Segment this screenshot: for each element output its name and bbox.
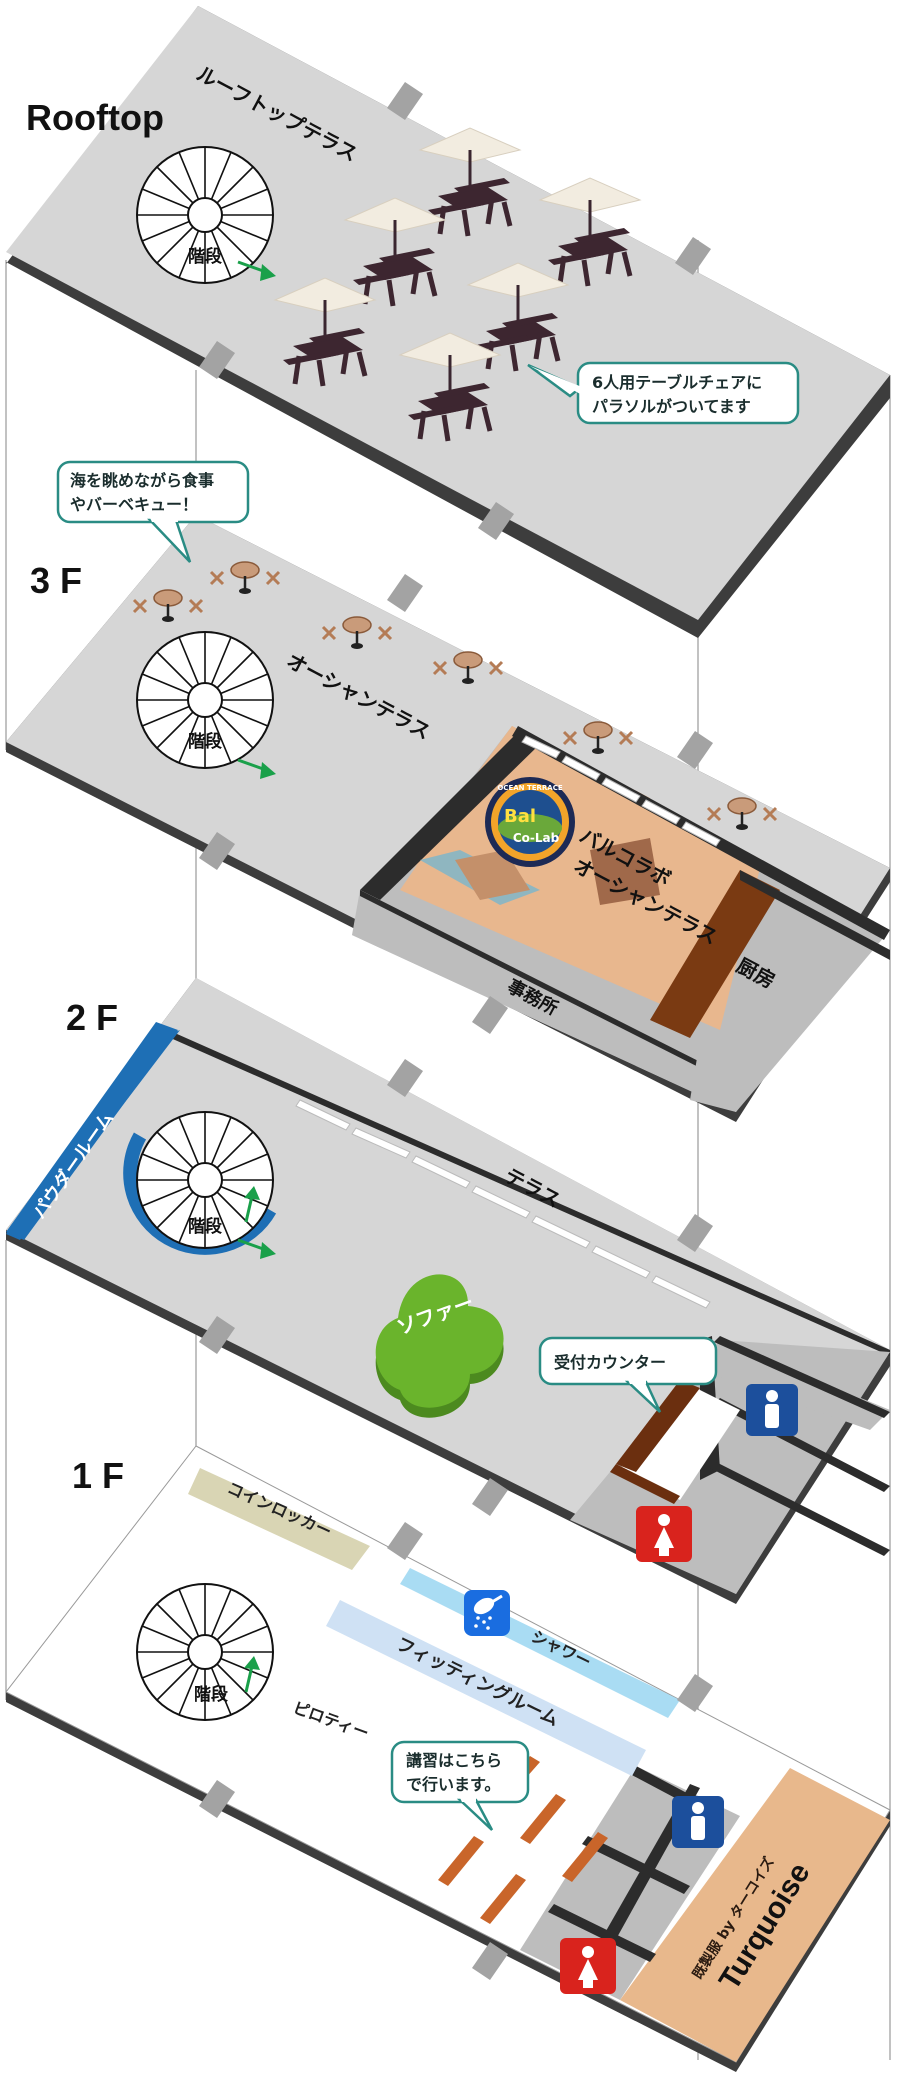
shower-icon [464,1590,510,1636]
1f-stairs-label: 階段 [194,1684,228,1705]
3f-callout-line2: やバーベキュー！ [70,495,198,514]
floor-1f: 既製服 by ターコイズ Turquoise コインロッカー シャワー フィッテ… [5,1445,891,2072]
2f-callout: 受付カウンター [538,1336,718,1413]
arrow-icon [237,758,276,779]
male-restroom-icon [672,1796,724,1848]
2f-stairs-label: 階段 [188,1216,222,1237]
sofa-icon: ソファー [375,1274,504,1418]
rooftop-callout: 6人用テーブルチェアに パラソルがついてます [527,361,800,425]
floor-3f: OCEAN TERRACE Bal Co-Lab バルコラボ オーシャンテラス … [6,460,890,1122]
male-restroom-icon [746,1384,798,1436]
1f-callout-line1: 講習はこちら [406,1751,502,1770]
female-restroom-icon [636,1506,692,1562]
rooftop-floor: Rooftop ルーフトップテラス 階段 6人用テーブルチェアに パラソルがつい… [6,6,890,638]
bal-colab-logo: OCEAN TERRACE Bal Co-Lab [485,777,575,867]
rooftop-stairs-label: 階段 [188,246,222,267]
3f-callout-line1: 海を眺めながら食事 [70,471,214,490]
female-restroom-icon [560,1938,616,1994]
1f-callout: 講習はこちら で行います。 [390,1740,530,1831]
reception-callout: 受付カウンター [554,1353,666,1372]
rooftop-callout-line2: パラソルがついてます [592,397,751,416]
2f-label: 2 F [66,997,118,1038]
1f-label: 1 F [72,1455,124,1496]
floor-2f: 2 F パウダールーム 階段 テラス ソファー 受付カウンター [6,978,890,1604]
rooftop-label: Rooftop [26,97,164,138]
arrow-icon [237,260,276,281]
1f-callout-line2: で行います。 [406,1775,500,1794]
svg-text:Bal: Bal [504,806,536,827]
svg-text:OCEAN TERRACE: OCEAN TERRACE [497,784,562,792]
arrow-icon [237,1186,276,1259]
arrow-icon [244,1656,260,1693]
3f-callout: 海を眺めながら食事 やバーベキュー！ [56,460,250,563]
rooftop-callout-line1: 6人用テーブルチェアに [592,373,762,392]
svg-text:Co-Lab: Co-Lab [513,831,560,845]
3f-label: 3 F [30,560,82,601]
3f-stairs-label: 階段 [188,731,222,752]
